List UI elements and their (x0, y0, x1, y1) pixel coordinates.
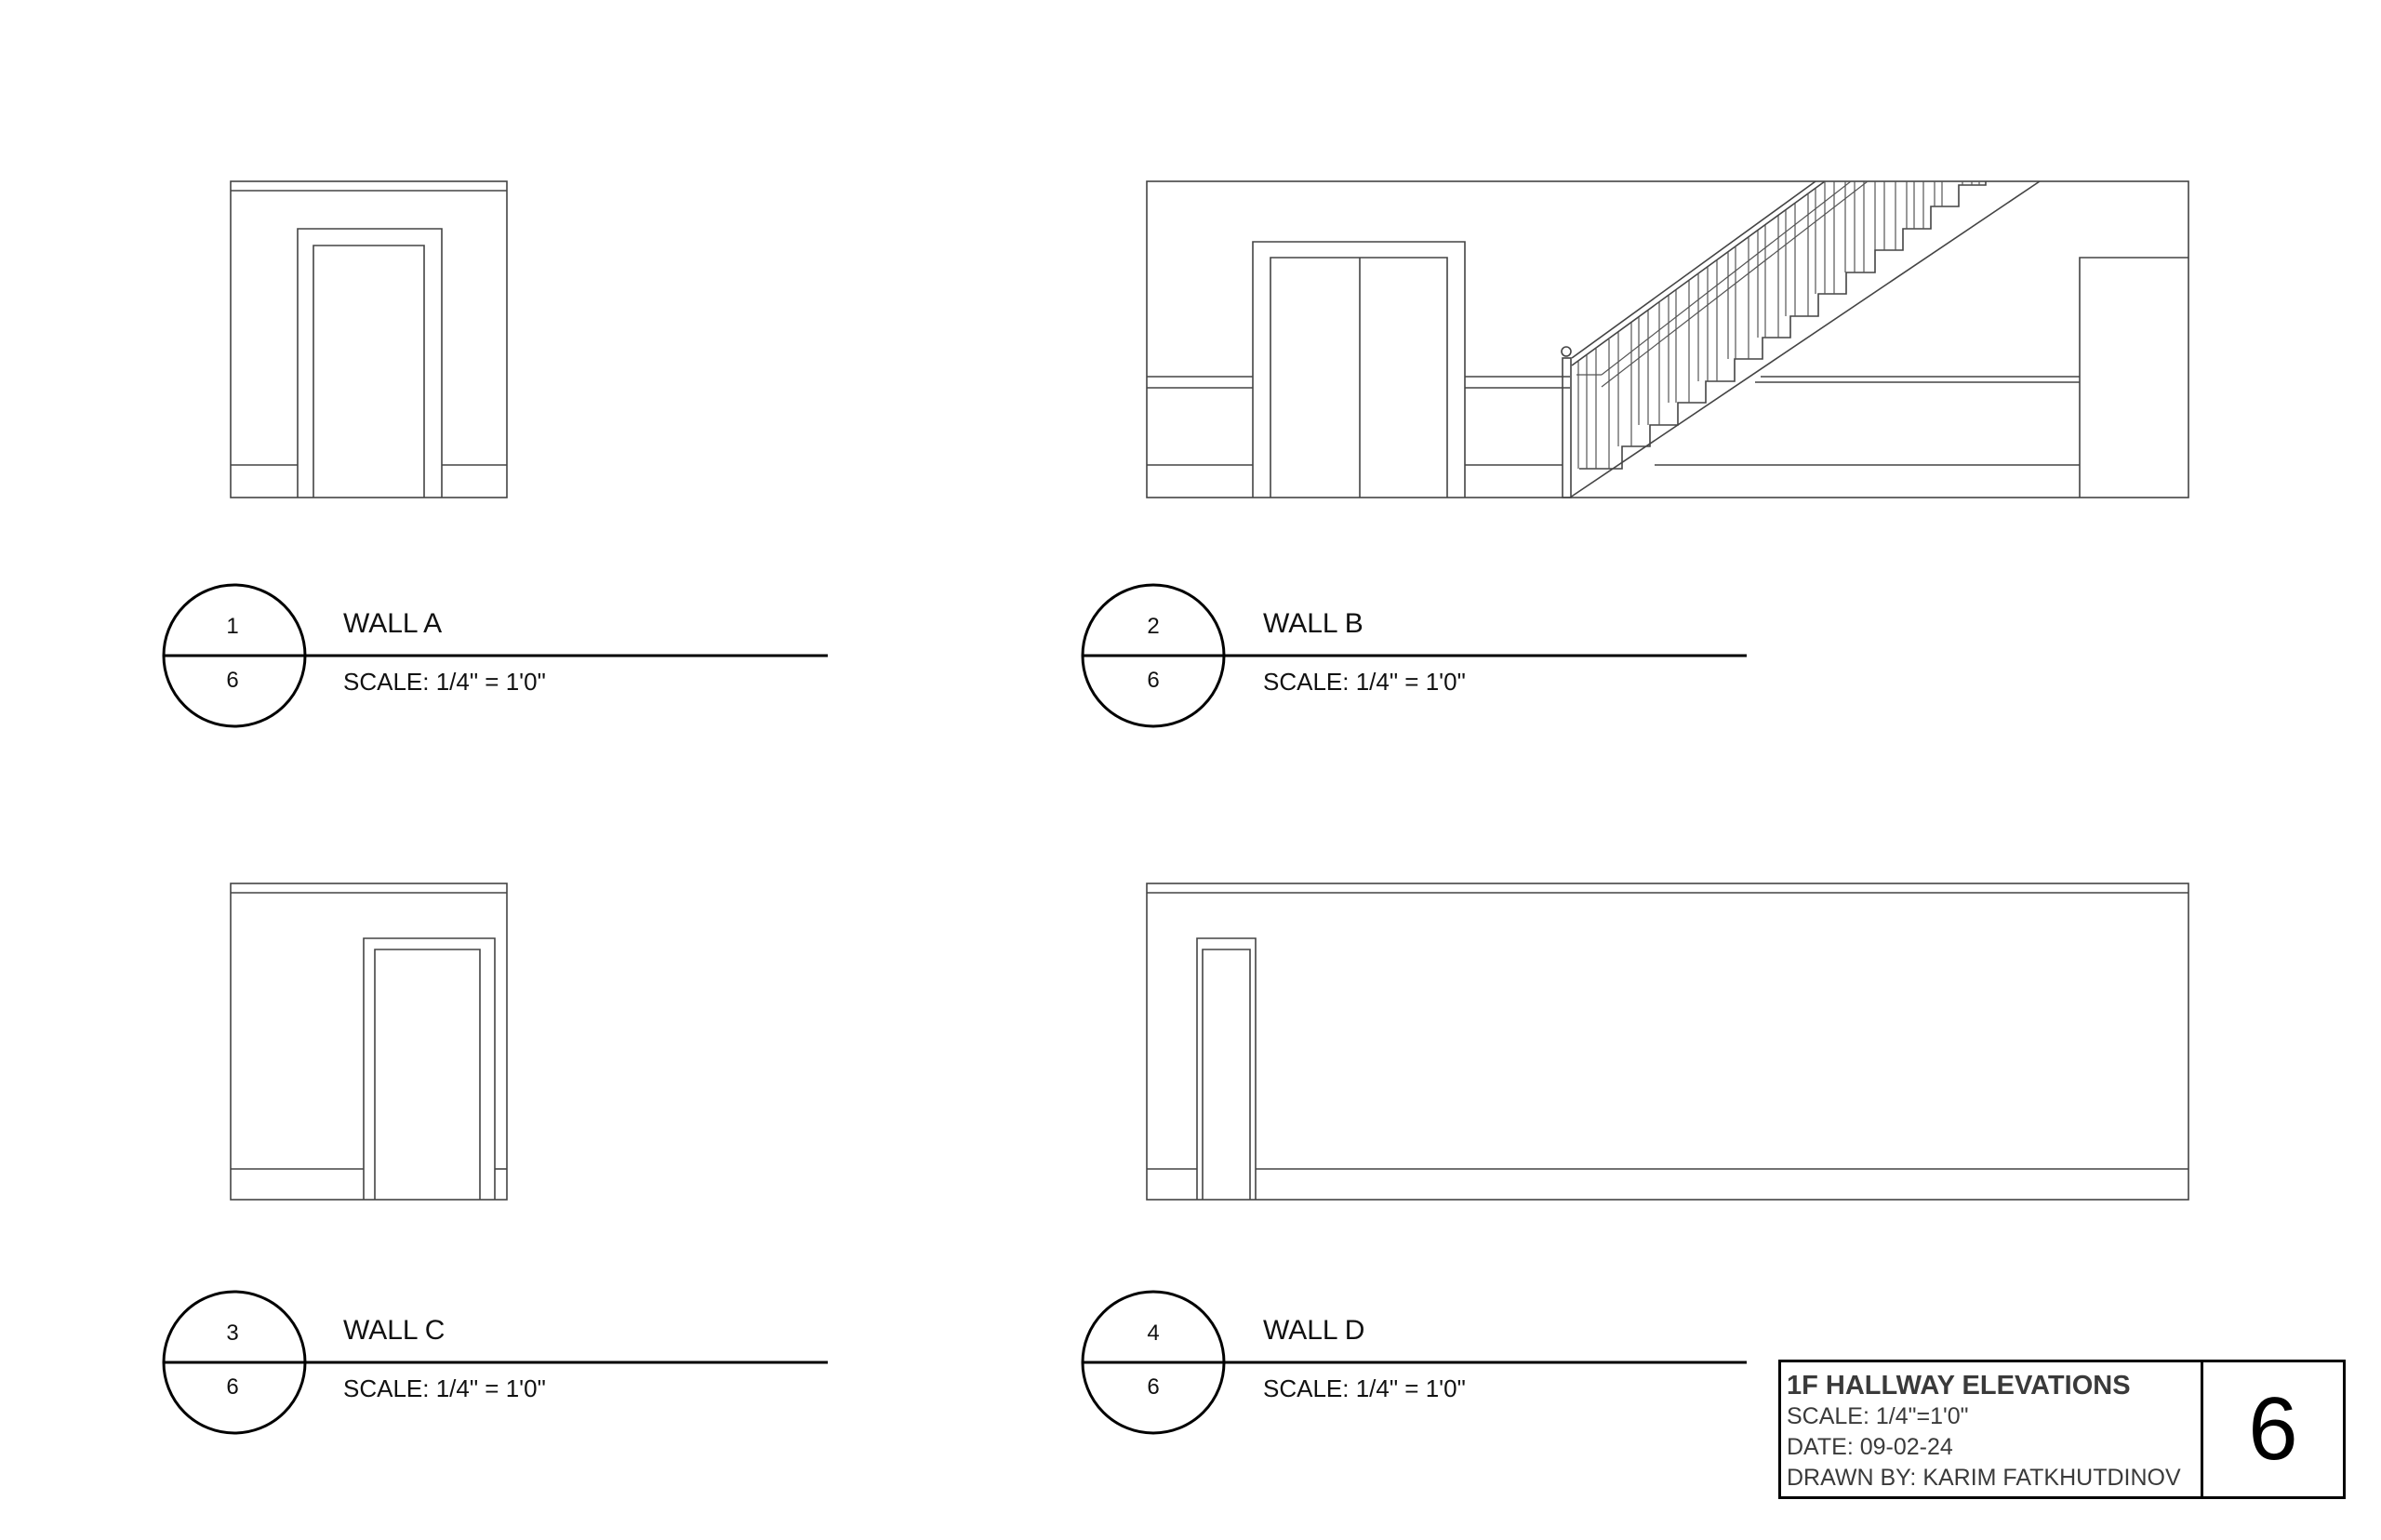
wall-b-elevation (1146, 180, 2189, 498)
wall-c-title: WALL C (343, 1315, 446, 1346)
tag-1-number: 1 (226, 614, 239, 639)
wall-d-title: WALL D (1263, 1315, 1365, 1346)
wall-c-elevation (230, 883, 508, 1201)
tag-2-sheet: 6 (1147, 668, 1160, 693)
sheet-title: 1F HALLWAY ELEVATIONS (1787, 1371, 2131, 1401)
pillar (2079, 257, 2188, 498)
elevation-tag-1 (162, 583, 828, 728)
tag-3-sheet: 6 (226, 1374, 239, 1400)
tag-3-number: 3 (226, 1321, 239, 1346)
wall-c-scale: SCALE: 1/4" = 1'0" (343, 1374, 546, 1402)
elevator-door-icon (1252, 241, 1466, 498)
elevation-tag-3 (162, 1290, 828, 1435)
title-block-info: 1F HALLWAY ELEVATIONS SCALE: 1/4"=1'0" D… (1781, 1362, 2203, 1496)
wall-b-title: WALL B (1263, 608, 1363, 639)
elevation-tag-2 (1081, 583, 1747, 728)
sheet-number: 6 (2248, 1379, 2298, 1479)
stairs-icon (1579, 181, 1987, 470)
door-icon (297, 228, 443, 498)
tag-2-number: 2 (1147, 614, 1160, 639)
wall-d-scale: SCALE: 1/4" = 1'0" (1263, 1374, 1466, 1402)
door-icon (363, 937, 496, 1200)
balusters (1577, 181, 1980, 469)
wall-b-scale: SCALE: 1/4" = 1'0" (1263, 668, 1466, 696)
tag-4-sheet: 6 (1147, 1374, 1160, 1400)
title-block: 1F HALLWAY ELEVATIONS SCALE: 1/4"=1'0" D… (1778, 1360, 2346, 1499)
sheet-scale: SCALE: 1/4"=1'0" (1787, 1403, 1969, 1429)
wall-d-elevation (1146, 883, 2189, 1201)
sheet-date: DATE: 09-02-24 (1787, 1434, 1953, 1460)
sheet-drawn-by: DRAWN BY: KARIM FATKHUTDINOV (1787, 1465, 2181, 1491)
wall-a-elevation (230, 180, 508, 498)
wall-a-scale: SCALE: 1/4" = 1'0" (343, 668, 546, 696)
tag-1-sheet: 6 (226, 668, 239, 693)
newel-post-icon (1561, 346, 1572, 498)
door-icon (1196, 937, 1257, 1200)
tag-4-number: 4 (1147, 1321, 1160, 1346)
elevation-tag-4 (1081, 1290, 1747, 1435)
wall-a-title: WALL A (343, 608, 443, 639)
